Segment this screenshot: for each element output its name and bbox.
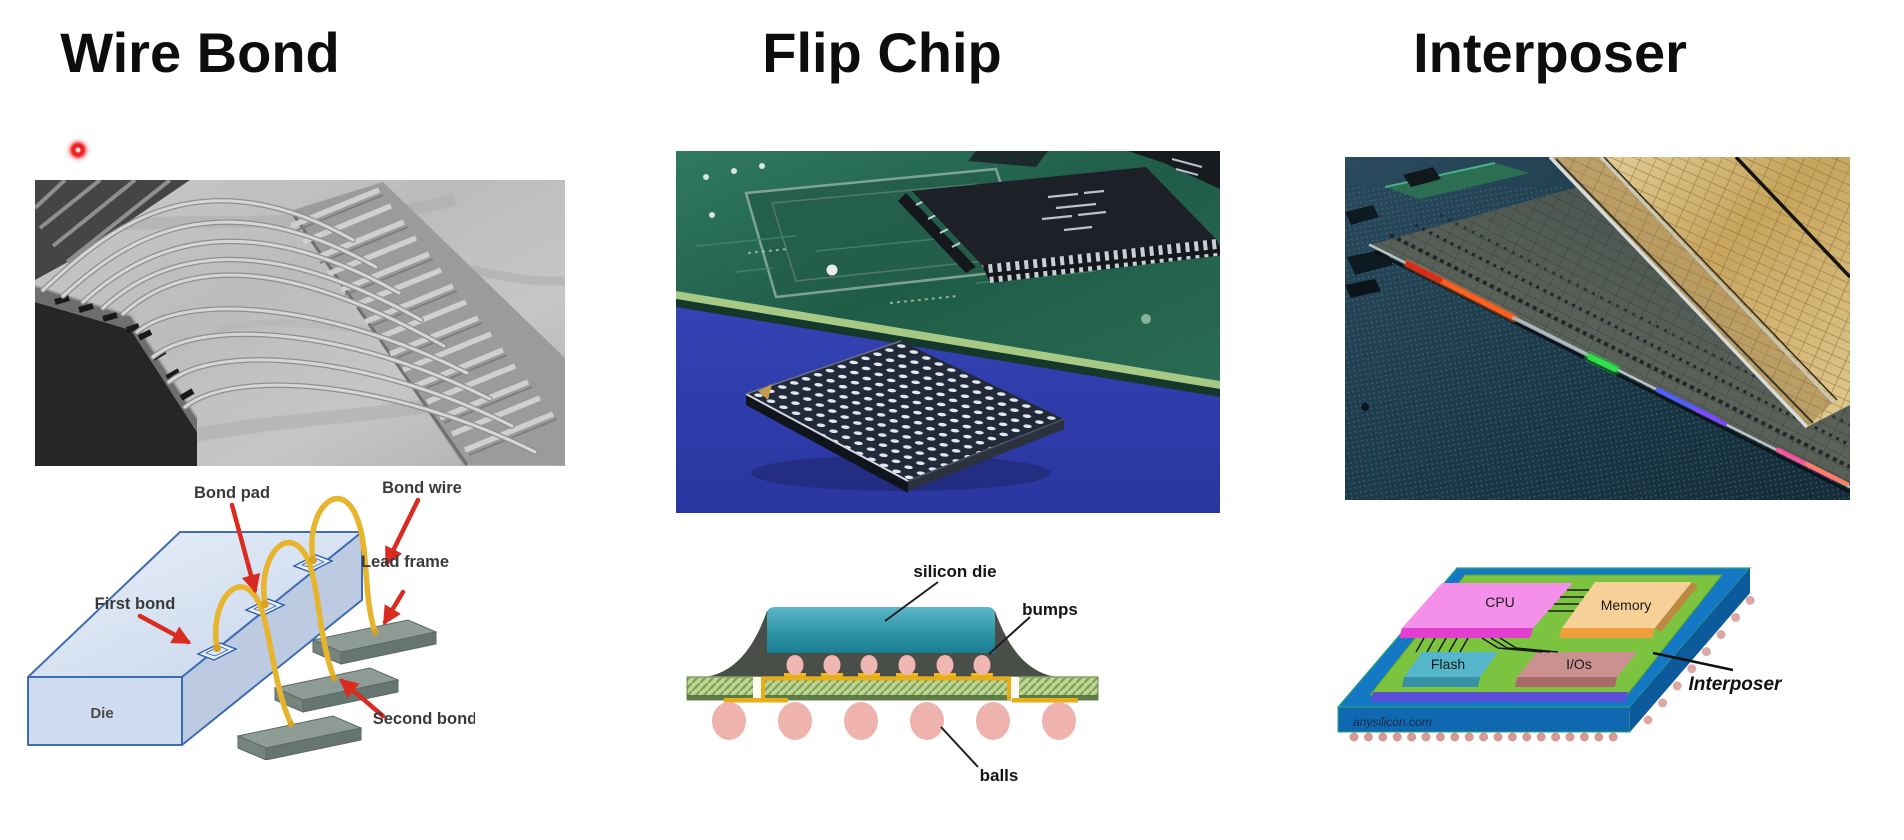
gold-dies	[1548, 157, 1850, 429]
callout-lines	[884, 581, 1031, 768]
laser-pointer-dot	[64, 136, 92, 164]
bga-balls-right	[1643, 595, 1755, 725]
pcb-markings	[747, 248, 959, 304]
interposer-title: Interposer	[1413, 21, 1687, 84]
substrate-top-trace	[762, 676, 1012, 681]
bga-ball-grid	[746, 341, 1064, 481]
cpu-die	[1399, 583, 1573, 638]
bottom-pad-right	[1012, 698, 1078, 703]
gold-bond-wires	[213, 495, 378, 727]
bond-wire-2	[261, 539, 337, 681]
sem-bond-wires	[40, 201, 538, 455]
lead-frames	[236, 619, 438, 760]
flash-die	[1402, 652, 1498, 687]
lead-frame-arrow	[382, 589, 406, 626]
solder-balls	[712, 702, 1076, 740]
qfp-chip	[898, 151, 1220, 283]
interposer-diagram: CPU Memory Flash I/Os Interposer anysili…	[1336, 567, 1784, 742]
flip-chip-labels: silicon die bumps balls	[913, 562, 1077, 785]
bga-side	[746, 394, 908, 493]
silicon-die-label: silicon die	[913, 562, 996, 581]
bond-pad-arrow	[229, 502, 261, 594]
bottom-pad-left	[724, 698, 788, 703]
ios-die	[1515, 652, 1637, 687]
qfp-pin-row-left	[898, 193, 976, 273]
bond-pad-label: Bond pad	[194, 484, 270, 502]
via-gap-right	[1009, 677, 1019, 700]
flip-chip-diagram: silicon die bumps balls	[686, 562, 1099, 785]
bond-wire-3	[213, 584, 294, 727]
memory-die	[1559, 582, 1698, 638]
bga-corner-mark	[758, 384, 772, 400]
bumps-label: bumps	[1022, 600, 1078, 619]
die-label: Die	[90, 705, 113, 722]
silicon-die-shape	[767, 607, 995, 653]
watermark-text: anysilicon.com	[1353, 715, 1432, 729]
lead-frame-label: Lead frame	[361, 553, 449, 571]
die-silver-rim	[1548, 157, 1809, 429]
cpu-label: CPU	[1485, 594, 1515, 610]
lead-frame-3	[236, 715, 363, 760]
flash-label: Flash	[1431, 656, 1465, 672]
flip-chip-photo	[676, 151, 1220, 513]
lead-frame-2	[273, 667, 400, 713]
bga-balls-front	[1349, 732, 1618, 742]
first-bond-arrow	[137, 613, 192, 645]
wire-bond-sem-photo	[35, 180, 565, 466]
bond-wire-arrow	[384, 497, 421, 567]
iridescent-edge	[1368, 243, 1850, 494]
purple-edge-strip	[1371, 692, 1628, 702]
bga-chip	[745, 340, 1065, 493]
die-divider	[1734, 157, 1850, 279]
first-bond-label: First bond	[95, 595, 176, 613]
interposer-callout-label: Interposer	[1689, 674, 1784, 695]
memory-label: Memory	[1601, 597, 1652, 613]
pcb-edge-highlight	[676, 291, 1220, 389]
bumps-line	[988, 616, 1031, 655]
balls-line	[940, 726, 979, 768]
annotation-arrows	[137, 497, 421, 719]
bond-wire-1	[309, 495, 378, 635]
bond-wire-label: Bond wire	[382, 479, 462, 497]
substrate	[686, 676, 1099, 703]
wire-bond-diagram: Bond pad Bond wire Lead frame First bond…	[27, 479, 475, 760]
pcb-sliver	[1384, 162, 1530, 199]
flip-chip-title: Flip Chip	[762, 21, 1002, 84]
via-gap-left	[753, 677, 763, 700]
lead-frame-1	[311, 619, 438, 665]
substrate-right-face	[1630, 568, 1750, 732]
second-bond-arrow	[339, 678, 386, 719]
sem-top-left-leads	[35, 180, 190, 280]
bumps	[786, 655, 991, 675]
ios-label: I/Os	[1566, 656, 1592, 672]
balls-label: balls	[980, 766, 1019, 785]
wire-feet	[213, 556, 379, 728]
silicon-die-line	[884, 581, 939, 622]
die-labels: CPU Memory Flash I/Os	[1431, 594, 1651, 672]
interposer-photo	[1345, 157, 1850, 500]
bump-pads	[784, 673, 993, 678]
green-streak	[1587, 354, 1618, 372]
wire-bond-title: Wire Bond	[60, 21, 340, 84]
interconnect-lines	[1415, 589, 1589, 653]
qfp-pin-row	[982, 239, 1220, 283]
qfp-text-marks	[1041, 189, 1107, 232]
second-bond-label: Second bond	[373, 710, 475, 728]
wire-bond-labels: Bond pad Bond wire Lead frame First bond…	[90, 479, 475, 728]
sem-die-edge	[35, 285, 198, 466]
interposer-pointer-line	[1652, 651, 1734, 672]
